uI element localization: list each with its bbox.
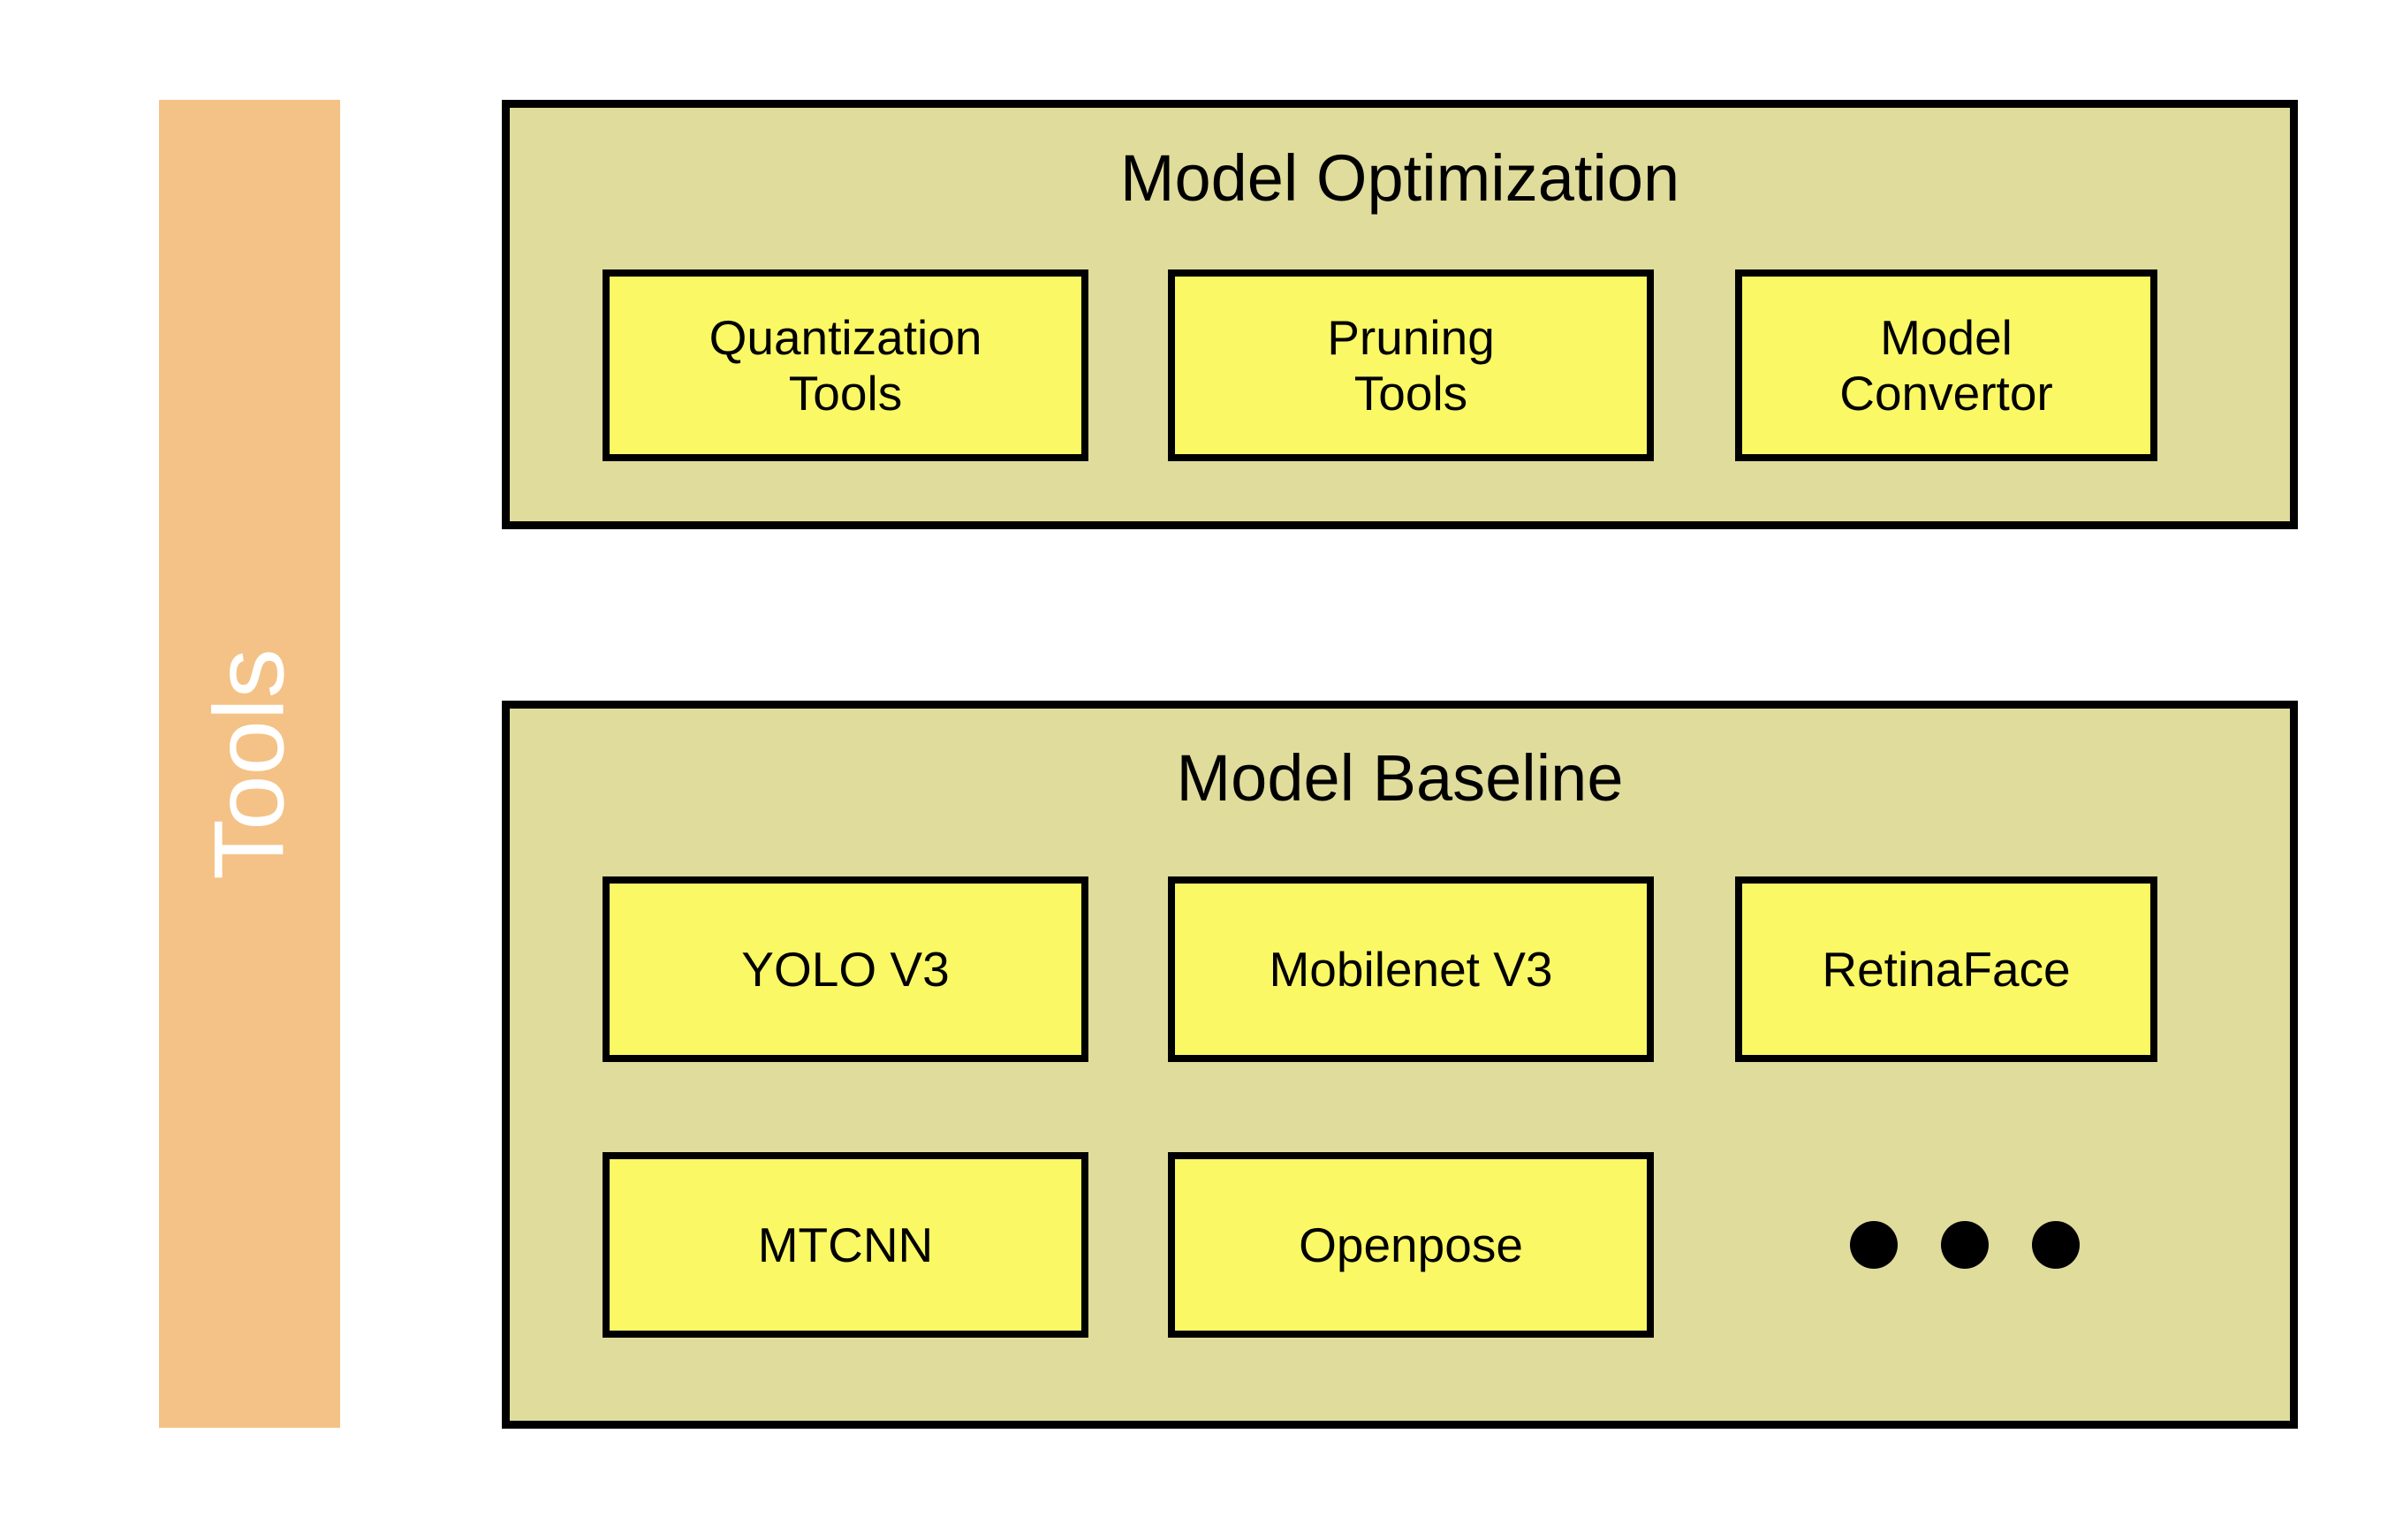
group-title-model-baseline: Model Baseline [1176, 741, 1624, 815]
ellipsis-dot-icon [1850, 1221, 1898, 1269]
item-yolo-v3[interactable]: YOLO V3 [603, 876, 1088, 1062]
ellipsis-dot-icon [2032, 1221, 2080, 1269]
item-mobilenet-v3[interactable]: Mobilenet V3 [1168, 876, 1654, 1062]
group-model-baseline: Model Baseline YOLO V3 Mobilenet V3 Reti… [502, 701, 2298, 1429]
sidebar-category-label: Tools [193, 648, 305, 880]
more-items-ellipsis [1850, 1218, 2080, 1271]
group-model-optimization: Model Optimization Quantization Tools Pr… [502, 100, 2298, 529]
item-openpose[interactable]: Openpose [1168, 1152, 1654, 1338]
item-model-convertor[interactable]: Model Convertor [1735, 269, 2157, 461]
item-retinaface[interactable]: RetinaFace [1735, 876, 2157, 1062]
sidebar-category-tools: Tools [159, 100, 340, 1428]
ellipsis-dot-icon [1941, 1221, 1989, 1269]
item-mtcnn[interactable]: MTCNN [603, 1152, 1088, 1338]
group-title-model-optimization: Model Optimization [1119, 141, 1680, 215]
item-pruning-tools[interactable]: Pruning Tools [1168, 269, 1654, 461]
item-quantization-tools[interactable]: Quantization Tools [603, 269, 1088, 461]
